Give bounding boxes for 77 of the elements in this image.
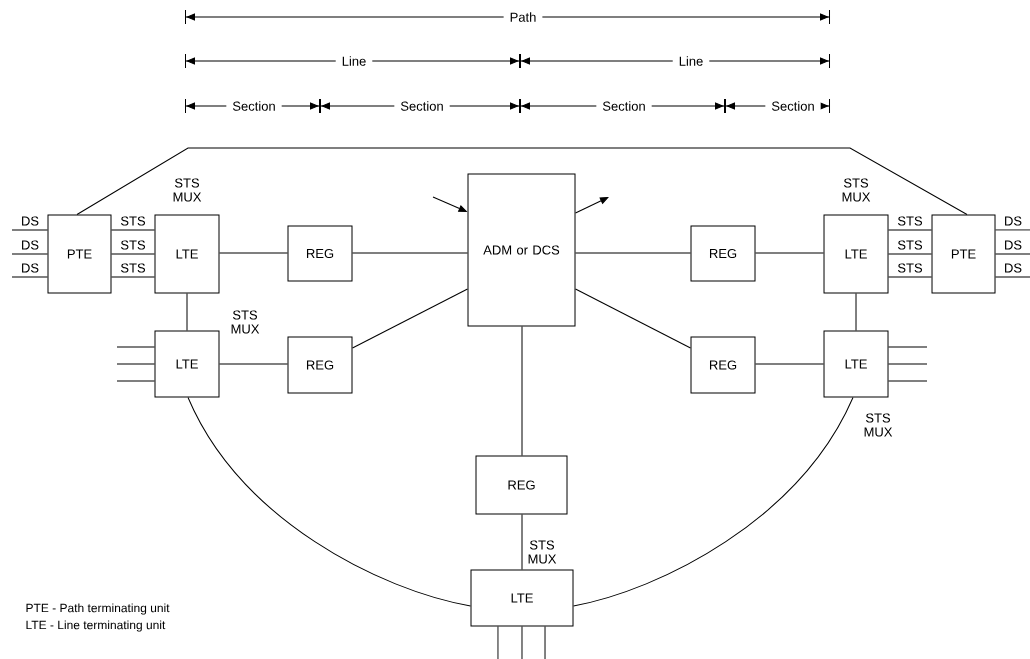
signal-label: DS: [1005, 263, 1022, 273]
connector-line: [76, 147, 968, 215]
signal-label: DS: [1005, 240, 1022, 250]
connector-line: [755, 252, 824, 254]
mux-label: STS MUX: [173, 178, 202, 202]
mux-label: STS MUX: [231, 310, 260, 334]
signal-label: DS: [22, 263, 39, 273]
connector-line: [11, 253, 48, 255]
connector-line: [497, 626, 499, 659]
connector-line: [521, 326, 523, 456]
connector-line: [219, 363, 288, 365]
connector-line: [888, 276, 932, 278]
unit-box: ADM or DCS: [467, 173, 576, 327]
unit-box: LTE: [823, 330, 889, 398]
mux-label: STS MUX: [842, 178, 871, 202]
unit-box: LTE: [154, 214, 220, 294]
connector-line: [575, 252, 691, 254]
connector-line: [432, 196, 467, 212]
mux-label: STS MUX: [528, 540, 557, 564]
dimension-label: Section: [394, 100, 450, 112]
unit-box: LTE: [154, 330, 220, 398]
connector-line: [116, 346, 155, 348]
connector-line: [995, 229, 1030, 231]
connector-line: [352, 288, 468, 349]
connector-line: [888, 346, 928, 348]
signal-label: STS: [897, 263, 923, 273]
dimension-label: Section: [596, 100, 652, 112]
dimension-label: Section: [765, 100, 821, 112]
connector-line: [111, 276, 155, 278]
connector-line: [888, 363, 928, 365]
connector-line: [187, 397, 471, 607]
unit-box: REG: [287, 336, 353, 394]
connector-line: [521, 514, 523, 570]
unit-box: LTE: [470, 569, 574, 627]
connector-line: [116, 363, 155, 365]
connector-line: [219, 252, 288, 254]
connector-line: [352, 252, 468, 254]
connector-line: [544, 626, 546, 659]
note-text: PTE - Path terminating unit: [26, 603, 170, 615]
connector-line: [186, 293, 188, 331]
signal-label: DS: [22, 240, 39, 250]
unit-box: LTE: [823, 214, 889, 294]
dimension-label: Line: [672, 55, 710, 67]
connector-line: [116, 380, 155, 382]
connector-line: [888, 253, 932, 255]
unit-box: REG: [690, 225, 756, 282]
connector-line: [573, 397, 854, 607]
mux-label: STS MUX: [864, 413, 893, 437]
signal-label: STS: [120, 240, 146, 250]
connector-line: [575, 288, 691, 349]
signal-label: STS: [120, 216, 146, 226]
dimension-label: Section: [226, 100, 282, 112]
note-text: LTE - Line terminating unit: [26, 620, 166, 632]
connector-line: [111, 229, 155, 231]
connector-line: [575, 197, 609, 214]
connector-line: [11, 229, 48, 231]
signal-label: STS: [897, 240, 923, 250]
connector-line: [995, 276, 1030, 278]
connector-line: [888, 380, 928, 382]
dimension-label: Path: [503, 11, 543, 23]
connector-line: [521, 626, 523, 659]
connector-line: [855, 293, 857, 331]
connector-line: [755, 363, 824, 365]
unit-box: REG: [287, 225, 353, 282]
connector-line: [995, 253, 1030, 255]
signal-label: DS: [1005, 216, 1022, 226]
signal-label: DS: [22, 216, 39, 226]
unit-box: PTE: [931, 214, 996, 294]
unit-box: REG: [475, 455, 568, 515]
signal-label: STS: [897, 216, 923, 226]
connector-line: [111, 253, 155, 255]
connector-line: [11, 276, 48, 278]
connector-line: [888, 229, 932, 231]
unit-box: PTE: [47, 214, 112, 294]
signal-label: STS: [120, 263, 146, 273]
dimension-label: Line: [335, 55, 373, 67]
unit-box: REG: [690, 336, 756, 394]
